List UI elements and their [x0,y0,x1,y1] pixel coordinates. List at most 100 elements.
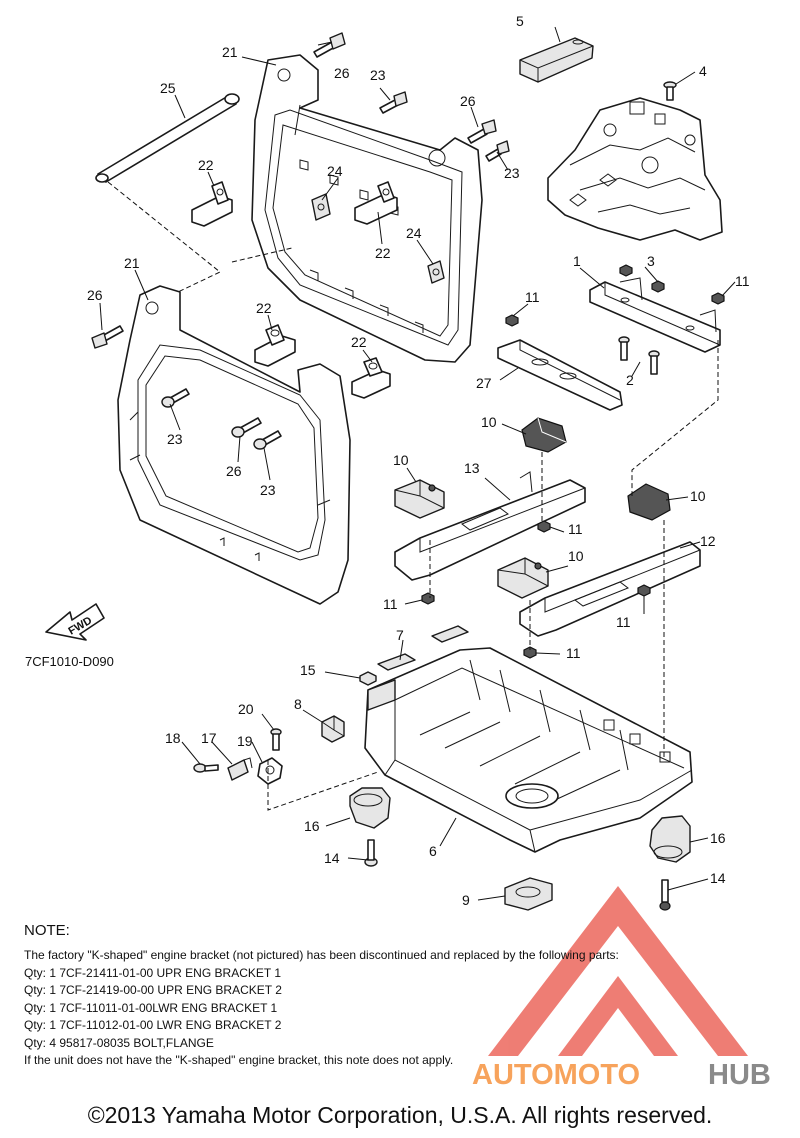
logo-triangle-inner [558,976,678,1056]
callout-24: 24 [406,225,422,241]
bolt-23-upper-right [485,140,510,162]
logo-triangle-outer [488,886,748,1056]
boss-24-b [427,260,445,284]
bolt-26-left [91,325,124,349]
callout-26: 26 [87,287,103,303]
bracket-22-c [254,324,296,367]
fwd-arrow: FWD [45,603,105,641]
pad-7-a [377,653,416,671]
bolt-14-left [364,839,378,867]
callout-11: 11 [616,614,631,630]
bolt-26-upper [313,32,346,58]
callout-2: 2 [626,372,634,388]
clip-17 [227,757,253,781]
bolt-23-mid [253,430,282,450]
engine-block-sketch [547,97,723,241]
bolt-23-upper [379,91,408,114]
note-line: The factory "K-shaped" engine bracket (n… [24,948,619,962]
callout-18: 18 [165,730,181,746]
clamp-19 [257,757,283,785]
callout-4: 4 [699,63,707,79]
callout-8: 8 [294,696,302,712]
callout-23: 23 [504,165,520,181]
callout-1: 1 [573,253,581,269]
cover-5 [519,37,594,83]
callout-11: 11 [566,645,581,661]
bolt-26-upper-right [467,119,497,144]
screw-20 [270,728,282,751]
callout-10: 10 [690,488,706,504]
logo-word-hub: HUB [708,1059,771,1090]
callout-7: 7 [396,627,404,643]
nut-11-f [523,646,537,659]
mount-10-c [497,557,549,599]
note-block: NOTE: The factory "K-shaped" engine brac… [24,922,724,1070]
note-title: NOTE: [24,922,70,939]
callout-22: 22 [375,245,391,261]
nut-11-d [421,592,435,605]
callout-9: 9 [462,892,470,908]
callout-11: 11 [383,596,398,612]
leader-lines [99,26,736,901]
nut-11-right [711,292,725,305]
note-line: Qty: 1 7CF-21411-01-00 UPR ENG BRACKET 1 [24,965,281,980]
callout-22: 22 [256,300,272,316]
callout-21: 21 [222,44,238,60]
screw-18 [193,763,219,773]
callout-16: 16 [710,830,726,846]
bracket-22-d [351,357,391,399]
callout-23: 23 [167,431,183,447]
grommet-9 [504,877,553,911]
bolt-2-b [648,350,660,375]
callout-21: 21 [124,255,140,271]
bracket-1 [589,277,721,353]
boss-24-a [311,193,331,221]
base-tray-6 [364,647,693,853]
automotohub-logo: AUTOMOTO HUB [472,886,771,1090]
lower-frame-21 [117,285,351,605]
bolt-26-mid [231,417,262,438]
nut-3-a [619,264,633,277]
callout-26: 26 [334,65,350,81]
cushion-16-right [649,815,691,863]
callout-20: 20 [238,701,254,717]
callout-17: 17 [201,730,217,746]
nut-15 [359,671,377,686]
callout-14: 14 [324,850,340,866]
callout-22: 22 [198,157,214,173]
bolt-23-left [161,388,190,408]
callout-5: 5 [516,13,524,29]
bracket-22-b [354,181,398,225]
bolt-2-a [618,336,630,361]
copyright-notice: ©2013 Yamaha Motor Corporation, U.S.A. A… [87,1102,713,1128]
nut-3-b [651,280,665,293]
callout-12: 12 [700,533,716,549]
callout-10: 10 [481,414,497,430]
plate-13 [394,471,586,581]
logo-word-automoto: AUTOMOTO [472,1059,640,1090]
callout-10: 10 [568,548,584,564]
callout-26: 26 [460,93,476,109]
callout-11: 11 [568,521,583,537]
pad-7-b [431,625,469,643]
callout-26: 26 [226,463,242,479]
note-line: Qty: 4 95817-08035 BOLT,FLANGE [24,1035,214,1050]
callout-19: 19 [237,733,253,749]
nut-11-e [637,584,651,597]
rod-25 [95,93,240,183]
nut-11-upper [505,314,519,327]
note-line: Qty: 1 7CF-21419-00-00 UPR ENG BRACKET 2 [24,983,282,997]
nut-11-c [537,520,551,533]
callout-27: 27 [476,375,492,391]
screw-4 [663,81,677,101]
block-8 [321,715,345,743]
callout-23: 23 [260,482,276,498]
bracket-22-a [191,181,233,227]
callout-24: 24 [327,163,343,179]
callout-3: 3 [647,253,655,269]
callout-10: 10 [393,452,409,468]
callout-22: 22 [351,334,367,350]
cushion-16-left [349,787,391,829]
callout-14: 14 [710,870,726,886]
mount-10-b [521,417,567,453]
